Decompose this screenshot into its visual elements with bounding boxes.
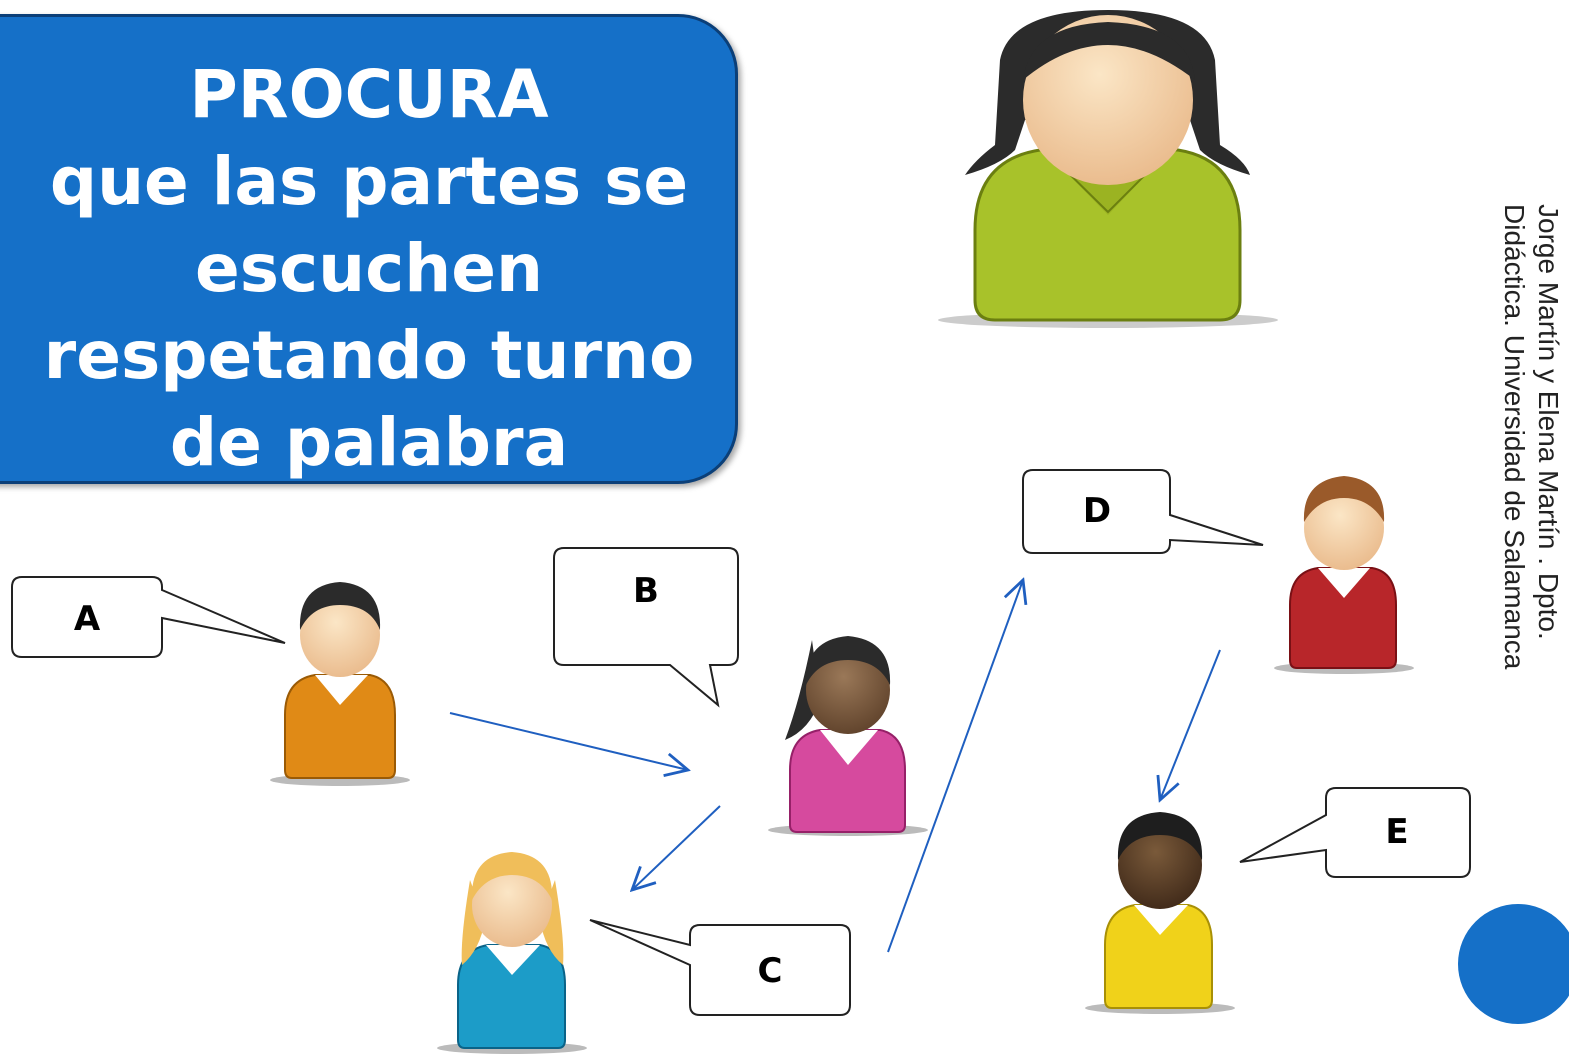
turn-arrow-c-to-d <box>887 580 1023 953</box>
participant-a-avatar <box>270 582 410 786</box>
speech-bubble-c: C <box>589 919 851 1016</box>
instruction-text: PROCURA que las partes se escuchen respe… <box>3 51 735 486</box>
speech-label-a: A <box>74 599 101 639</box>
instruction-line-5: de palabra <box>169 404 569 481</box>
instruction-line-3: escuchen <box>194 230 543 307</box>
instruction-line-1: PROCURA <box>189 56 549 133</box>
speech-label-e: E <box>1385 812 1408 852</box>
instruction-line-4: respetando turno <box>43 317 695 394</box>
participant-b-avatar <box>768 636 928 836</box>
speech-bubble-b: B <box>553 547 739 708</box>
speech-bubble-d: D <box>1022 469 1264 554</box>
mediator-avatar <box>938 10 1278 328</box>
turn-arrow-a-to-b <box>449 712 688 770</box>
author-credit-line-1: Jorge Martín y Elena Martín . Dpto. <box>1533 204 1564 640</box>
participant-c-avatar <box>437 852 587 1054</box>
speech-bubble-e: E <box>1239 787 1471 878</box>
author-credit-line-2: Didáctica. Universidad de Salamanca <box>1499 204 1530 670</box>
participant-d-avatar <box>1274 476 1414 674</box>
instruction-callout: PROCURA que las partes se escuchen respe… <box>0 14 738 484</box>
speech-label-d: D <box>1083 491 1111 531</box>
speech-label-c: C <box>758 951 783 991</box>
speech-label-b: B <box>633 571 659 611</box>
participant-e-avatar <box>1085 812 1235 1014</box>
speech-bubble-a: A <box>11 576 286 658</box>
decorative-circle <box>1458 904 1569 1024</box>
turn-arrow-d-to-e <box>1160 649 1221 800</box>
turn-arrow-b-to-c <box>632 805 721 890</box>
instruction-line-2: que las partes se <box>49 143 689 220</box>
author-credit: Jorge Martín y Elena Martín . Dpto. Didá… <box>1499 204 1565 669</box>
